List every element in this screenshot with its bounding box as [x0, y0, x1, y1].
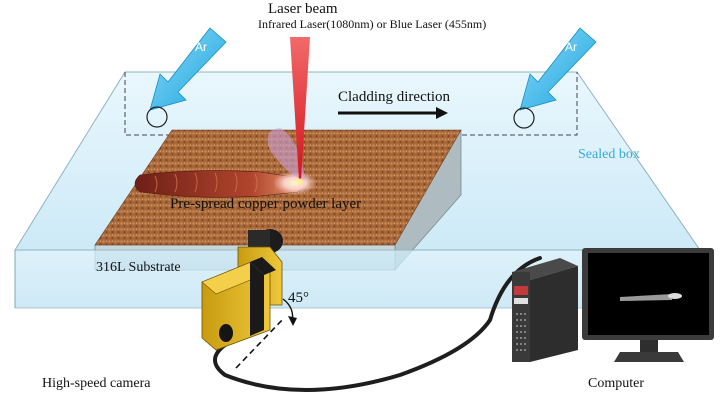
substrate-label: 316L Substrate — [96, 260, 181, 275]
angle-label: 45° — [288, 290, 309, 306]
cladding-direction-label: Cladding direction — [338, 89, 451, 105]
laser-spot — [297, 178, 303, 184]
tower-vent-dots — [516, 313, 526, 351]
computer-monitor — [582, 248, 714, 362]
computer-tower — [512, 258, 578, 362]
argon-label-left: Ar — [195, 40, 207, 54]
cladding-direction-arrow — [338, 107, 448, 119]
laser-beam-title: Laser beam — [268, 1, 338, 17]
argon-arrow-left — [146, 27, 227, 128]
laser-beam-subtitle: Infrared Laser(1080nm) or Blue Laser (45… — [258, 17, 487, 31]
vapor-plume — [267, 128, 305, 180]
argon-label-right: Ar — [565, 40, 577, 54]
track-ripples — [154, 172, 278, 193]
high-speed-camera — [201, 229, 283, 351]
computer-label: Computer — [588, 376, 644, 391]
argon-arrow-right — [513, 27, 597, 129]
camera-cable — [213, 256, 542, 392]
powder-layer-label: Pre-spread copper powder layer — [170, 196, 362, 212]
melt-pool — [273, 171, 317, 195]
sealed-box-label: Sealed box — [578, 147, 640, 162]
laser-beam — [290, 37, 310, 180]
high-speed-camera-label: High-speed camera — [42, 376, 151, 391]
angle-indicator — [235, 298, 297, 369]
